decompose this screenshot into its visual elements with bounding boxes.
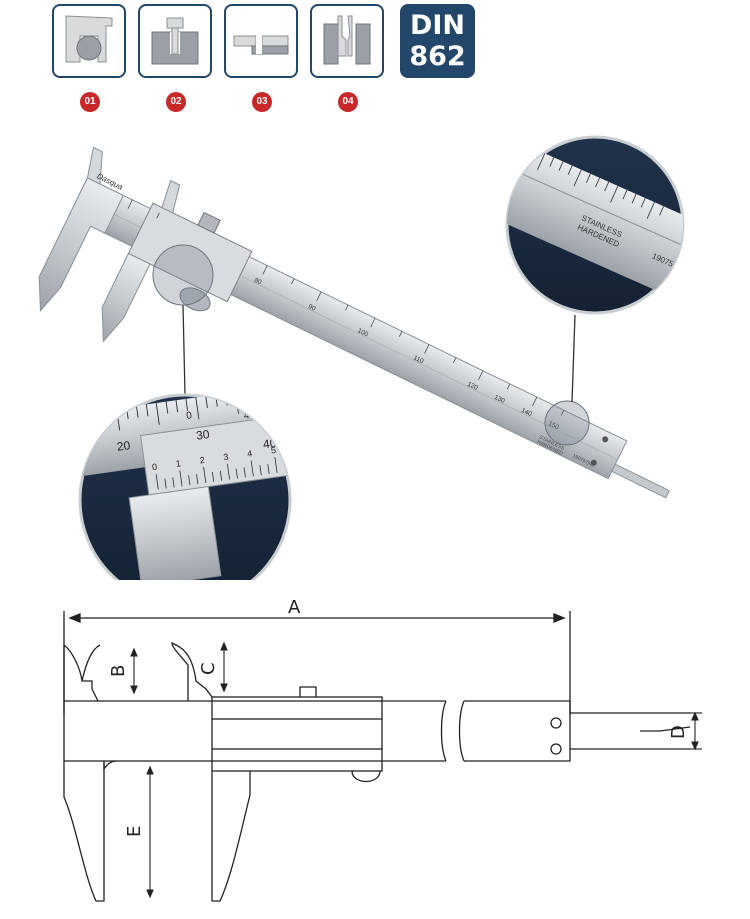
zoom-left-vernier-0: 0	[151, 462, 157, 473]
depth-measure-icon	[151, 17, 199, 65]
zoom-left-vernier-4: 4	[246, 448, 252, 459]
inside-measure-icon	[323, 15, 371, 65]
dim-label-c: C	[198, 662, 219, 675]
zoom-left-vernier-1: 1	[175, 458, 181, 469]
din-badge-line2: 862	[409, 41, 466, 72]
caliper-body: Dasqua 80 90 100 110 120 130 140 150 STA…	[38, 146, 670, 499]
feature-icon-row: DIN 862 01 02 03 04	[0, 0, 750, 120]
scale-num-130: 130	[493, 394, 506, 405]
lens-connector-left	[182, 304, 186, 396]
feature-number-3: 03	[252, 92, 272, 112]
zoom-left-top-0: 0	[186, 410, 193, 422]
scale-num-140: 140	[520, 407, 533, 418]
zoom-left-vernier-3: 3	[223, 452, 229, 463]
feature-tile-1	[52, 4, 126, 78]
lens-marker-right	[544, 400, 590, 446]
dim-label-a: A	[288, 597, 301, 618]
feature-number-4: 04	[338, 92, 358, 112]
scale-num-120: 120	[466, 381, 479, 392]
dim-label-e: E	[124, 826, 145, 837]
zoom-left-main-30: 30	[195, 427, 210, 443]
scale-num-90: 90	[307, 303, 317, 313]
zoom-left-vernier-5: 5	[270, 445, 276, 456]
din-standard-badge: DIN 862	[400, 4, 475, 78]
feature-tile-2	[138, 4, 212, 78]
zoom-left-vernier-6: 6	[289, 442, 295, 453]
zoom-left-vernier-2: 2	[199, 455, 205, 466]
feature-number-1: 01	[80, 92, 100, 112]
zoom-left-top-4: 4	[243, 410, 250, 422]
lens-connector-right	[571, 314, 576, 403]
step-measure-icon	[233, 35, 289, 55]
feature-number-2: 02	[166, 92, 186, 112]
scale-num-100: 100	[356, 327, 369, 338]
zoom-left-main-20: 20	[116, 438, 131, 454]
lens-marker-left	[152, 244, 214, 306]
outside-measure-icon	[65, 15, 113, 63]
zoom-circle-right: STAINLESS HARDENED 190757	[505, 135, 685, 315]
dim-label-d: D	[668, 725, 689, 739]
scale-num-150: 150	[547, 420, 560, 431]
dimension-drawing: A B C D E	[63, 597, 702, 902]
feature-tile-4	[310, 4, 384, 78]
dim-label-b: B	[108, 665, 129, 677]
caliper-photo: Dasqua 80 90 100 110 120 130 140 150 STA…	[38, 135, 685, 580]
scale-num-80: 80	[253, 277, 263, 287]
zoom-circle-left: 20 30 40 0 4 0 1 2 3 4	[78, 393, 295, 580]
din-badge-line1: DIN	[409, 10, 466, 41]
scale-num-110: 110	[412, 354, 425, 365]
feature-tile-3	[224, 4, 298, 78]
